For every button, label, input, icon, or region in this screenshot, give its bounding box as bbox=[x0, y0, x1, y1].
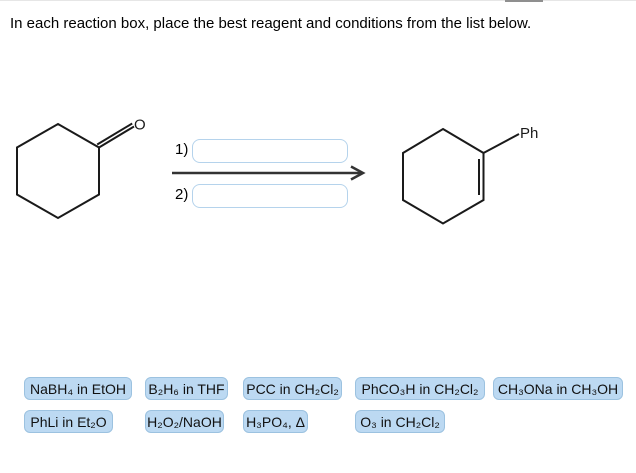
reagent-chip-o3-ch2cl2[interactable]: O₃ in CH₂Cl₂ bbox=[355, 410, 445, 433]
oxygen-label: O bbox=[134, 117, 146, 134]
step-2-label: 2) bbox=[175, 186, 189, 203]
reagent-chip-h3po4-heat[interactable]: H₃PO₄, Δ bbox=[243, 410, 308, 433]
reagent-chip-b2h6-thf[interactable]: B₂H₆ in THF bbox=[145, 377, 228, 400]
reactant-structure: O bbox=[16, 117, 146, 220]
reagent-chip-phco3h-ch2cl2[interactable]: PhCO₃H in CH₂Cl₂ bbox=[355, 377, 485, 400]
carbonyl-double-bond bbox=[98, 125, 135, 149]
question-title: In each reaction box, place the best rea… bbox=[10, 15, 532, 32]
reagent-chip-h2o2-naoh[interactable]: H₂O₂/NaOH bbox=[145, 410, 224, 433]
reaction-step-1-input[interactable] bbox=[192, 139, 348, 163]
phenyl-bond bbox=[483, 133, 520, 154]
reagent-chip-nabh4-etoh[interactable]: NaBH₄ in EtOH bbox=[24, 377, 132, 400]
product-structure: Ph bbox=[402, 125, 538, 225]
carbonyl-double-bond-inner bbox=[96, 122, 133, 146]
reagent-chip-phli-et2o[interactable]: PhLi in Et₂O bbox=[24, 410, 113, 433]
top-border bbox=[0, 0, 636, 1]
reaction-arrow-icon bbox=[172, 165, 366, 181]
top-border-segment bbox=[505, 0, 543, 2]
cyclohexane-ring bbox=[16, 122, 100, 220]
reaction-step-2-input[interactable] bbox=[192, 184, 348, 208]
reagent-chip-pcc-ch2cl2[interactable]: PCC in CH₂Cl₂ bbox=[243, 377, 342, 400]
cyclohexene-ring bbox=[402, 127, 485, 225]
reagent-chip-ch3ona-ch3oh[interactable]: CH₃ONa in CH₃OH bbox=[493, 377, 623, 400]
phenyl-label: Ph bbox=[520, 125, 538, 142]
step-1-label: 1) bbox=[175, 141, 189, 158]
